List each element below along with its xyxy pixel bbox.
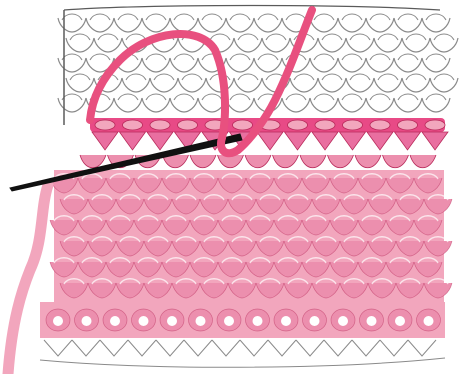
bottom-loop-hole <box>82 316 92 326</box>
bottom-loop-hole <box>395 316 405 326</box>
bottom-loop-hole <box>253 316 263 326</box>
bottom-loop-hole <box>139 316 149 326</box>
live-loop <box>150 120 170 130</box>
bottom-loop-hole <box>196 316 206 326</box>
bottom-loop-hole <box>310 316 320 326</box>
live-loop <box>123 120 143 130</box>
live-loop <box>343 120 363 130</box>
bottom-loop-hole <box>338 316 348 326</box>
bottom-loop-hole <box>110 316 120 326</box>
bottom-loop-hole <box>281 316 291 326</box>
live-loop <box>398 120 418 130</box>
pink-fabric-base <box>54 170 444 302</box>
live-loop <box>425 120 445 130</box>
lower-pink-fabric <box>50 170 452 302</box>
bottom-loop-hole <box>224 316 234 326</box>
bottom-loop-hole <box>53 316 63 326</box>
bottom-loop-hole <box>424 316 434 326</box>
bottom-loop-hole <box>367 316 377 326</box>
live-loop <box>370 120 390 130</box>
live-loop <box>315 120 335 130</box>
live-loop <box>178 120 198 130</box>
live-loop <box>95 120 115 130</box>
loop-row-base <box>40 302 445 338</box>
cast-on-loop-row <box>40 302 445 338</box>
bottom-loop-hole <box>167 316 177 326</box>
live-loop <box>288 120 308 130</box>
live-loop <box>233 120 253 130</box>
